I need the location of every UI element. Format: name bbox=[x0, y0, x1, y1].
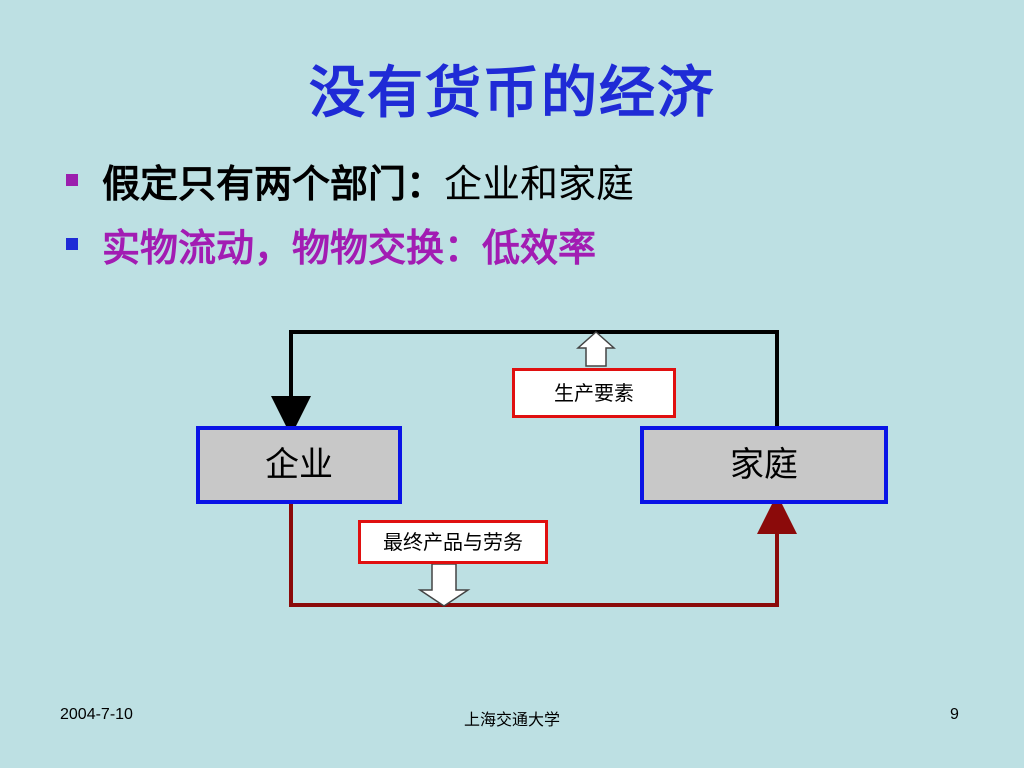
bullet-square-icon bbox=[66, 238, 78, 250]
firm-box: 企业 bbox=[196, 426, 402, 504]
hollow-up-arrow-icon bbox=[576, 330, 616, 367]
footer-date: 2004-7-10 bbox=[60, 706, 133, 723]
hollow-down-arrow-icon bbox=[417, 563, 471, 607]
bullet-text: 实物流动，物物交换：低效率 bbox=[102, 225, 597, 270]
page-number: 9 bbox=[950, 706, 959, 723]
household-box: 家庭 bbox=[640, 426, 888, 504]
bullet-light-text: 企业和家庭 bbox=[444, 162, 635, 206]
factors-flow-line bbox=[271, 330, 779, 436]
bullet-text: 假定只有两个部门：企业和家庭 bbox=[102, 152, 634, 216]
goods-flow-line bbox=[289, 494, 797, 607]
factors-label: 生产要素 bbox=[512, 368, 676, 418]
goods-label: 最终产品与劳务 bbox=[358, 520, 548, 564]
slide-title: 没有货币的经济 bbox=[309, 60, 715, 126]
bullet-square-icon bbox=[66, 174, 78, 186]
bullet-strong-text: 假定只有两个部门： bbox=[102, 161, 445, 206]
footer-institution: 上海交通大学 bbox=[463, 710, 560, 729]
